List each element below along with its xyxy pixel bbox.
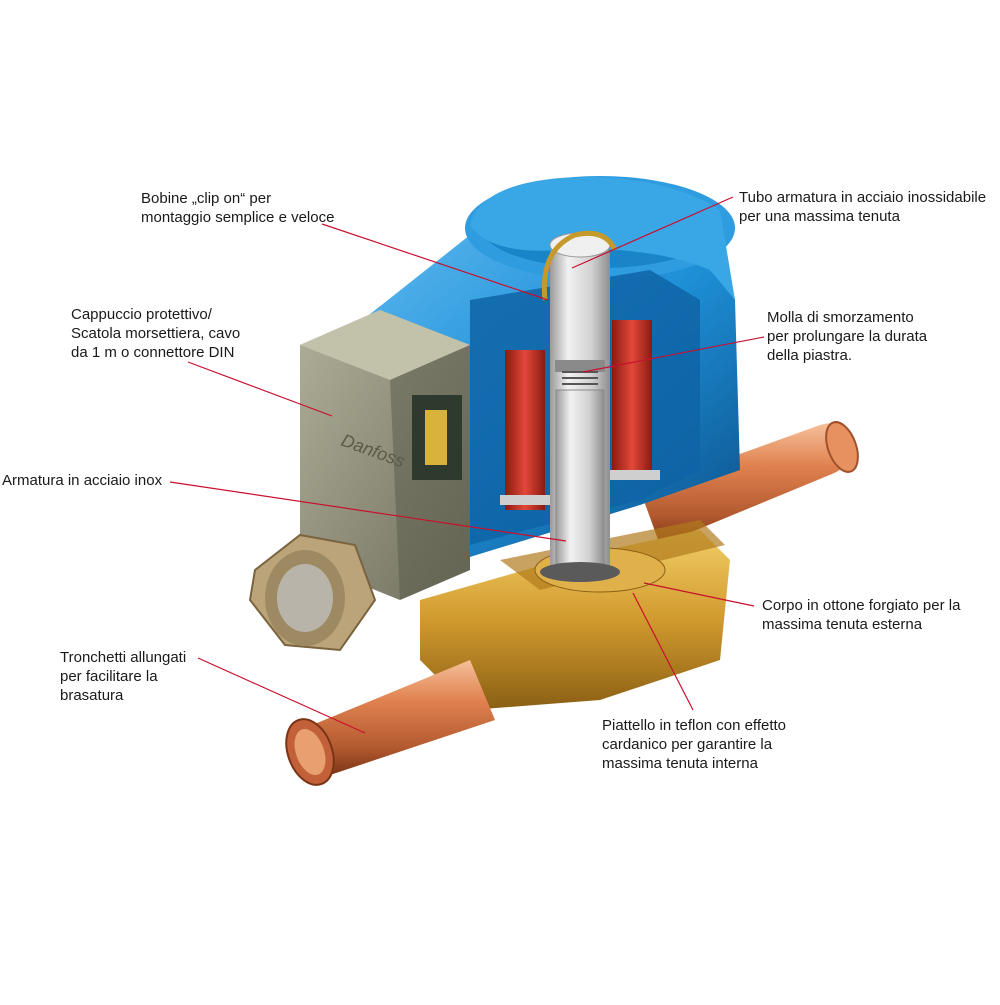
winding-right xyxy=(612,320,652,480)
label-tronchetti-line2: per facilitare la xyxy=(60,668,158,685)
leader-tronchetti xyxy=(197,657,366,734)
armature-tube xyxy=(540,232,620,582)
label-bobine: Bobine „clip on“ per montaggio semplice … xyxy=(141,189,334,227)
leader-piattello xyxy=(632,592,694,711)
winding-left xyxy=(505,350,545,510)
cable-gland xyxy=(248,533,377,652)
label-molla-line3: della piastra. xyxy=(767,347,853,364)
label-tronchetti-line3: brasatura xyxy=(60,687,124,704)
label-armatura-line1: Armatura in acciaio inox xyxy=(2,472,163,489)
label-armatura: Armatura in acciaio inox xyxy=(2,471,162,490)
leader-lines xyxy=(169,196,765,734)
label-cappuccio: Cappuccio protettivo/ Scatola morsettier… xyxy=(71,305,240,362)
copper-tube-right xyxy=(640,421,859,545)
label-corpo-line1: Corpo in ottone forgiato per la xyxy=(762,597,961,614)
label-tronchetti-line1: Tronchetti allungati xyxy=(60,649,187,666)
copper-tube-left xyxy=(285,660,495,786)
label-tubo-line1: Tubo armatura in acciaio inossidabile xyxy=(739,189,987,206)
label-cappuccio-line3: da 1 m o connettore DIN xyxy=(71,344,235,361)
label-cappuccio-line1: Cappuccio protettivo/ xyxy=(71,306,212,323)
leader-cappuccio xyxy=(187,361,333,417)
leader-molla xyxy=(582,336,765,373)
terminal-box: Danfoss xyxy=(300,310,470,600)
label-piattello-line1: Piattello in teflon con effetto xyxy=(602,717,787,734)
label-tubo-line2: per una massima tenuta xyxy=(739,208,900,225)
label-cappuccio-line2: Scatola morsettiera, cavo xyxy=(71,325,241,342)
label-corpo-line2: massima tenuta esterna xyxy=(762,616,923,633)
label-molla-line1: Molla di smorzamento xyxy=(767,309,914,326)
label-piattello-line2: cardanico per garantire la xyxy=(602,736,773,753)
label-corpo: Corpo in ottone forgiato per la massima … xyxy=(762,596,960,634)
leader-tubo xyxy=(571,196,734,269)
label-piattello-line3: massima tenuta interna xyxy=(602,755,758,772)
label-molla-line2: per prolungare la durata xyxy=(767,328,928,345)
label-molla: Molla di smorzamento per prolungare la d… xyxy=(767,308,927,365)
label-bobine-line2: montaggio semplice e veloce xyxy=(141,209,335,226)
clip-spring xyxy=(541,230,618,301)
leader-bobine xyxy=(321,223,549,301)
label-tronchetti: Tronchetti allungati per facilitare la b… xyxy=(60,648,186,705)
label-piattello: Piattello in teflon con effetto cardanic… xyxy=(602,716,786,773)
label-bobine-line1: Bobine „clip on“ per xyxy=(141,190,272,207)
leader-armatura xyxy=(169,481,567,542)
label-tubo: Tubo armatura in acciaio inossidabile pe… xyxy=(739,188,986,226)
leader-corpo xyxy=(643,582,755,607)
